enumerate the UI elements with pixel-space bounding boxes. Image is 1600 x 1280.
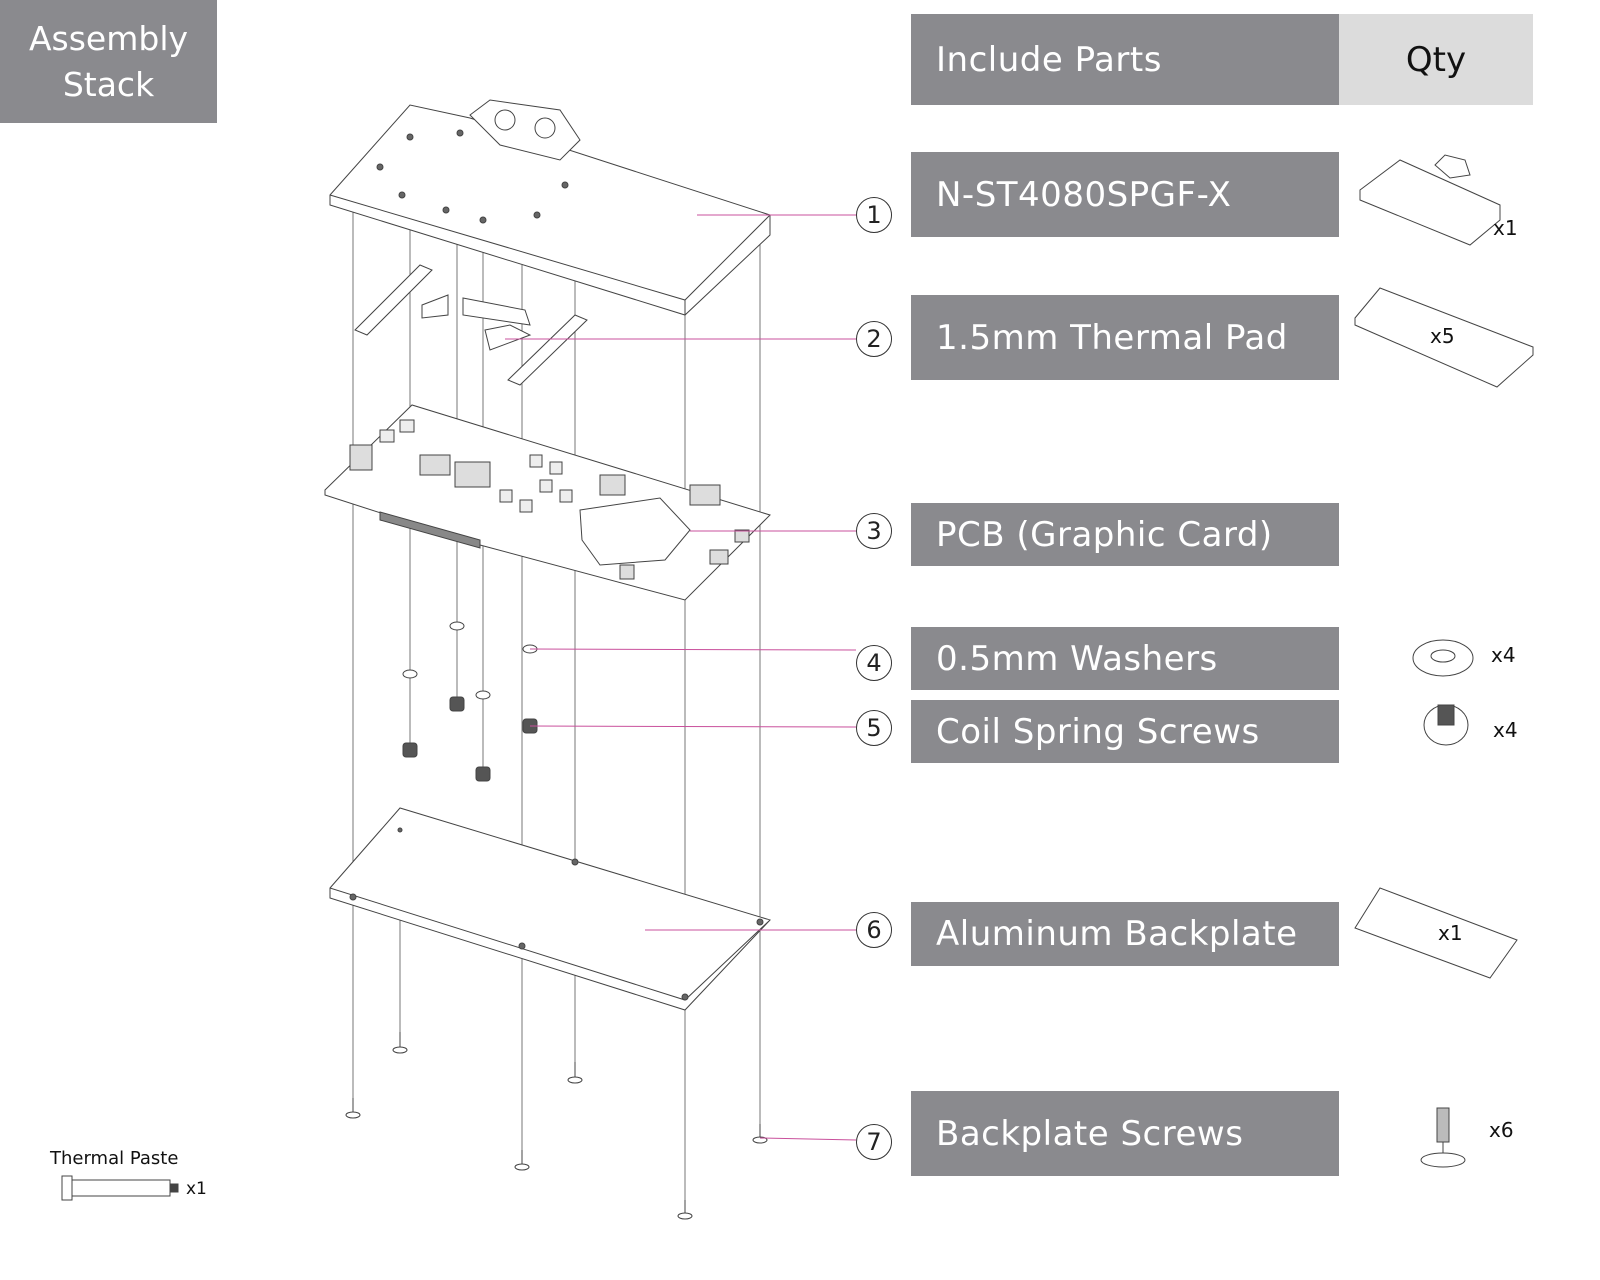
callout-number-6: 6 [856,912,892,948]
pcb-drawing [324,404,771,601]
callout-number-4: 4 [856,645,892,681]
callout-number-7: 7 [856,1124,892,1160]
qty-2: x5 [1430,324,1455,348]
qty-header: Qty [1339,14,1533,105]
part-row-6: Aluminum Backplate [911,902,1339,966]
title-line-2: Stack [62,64,155,104]
thermal-pads-drawing [354,264,588,386]
part-row-5: Coil Spring Screws [911,700,1339,763]
part-row-2: 1.5mm Thermal Pad [911,295,1339,380]
qty-1: x1 [1493,216,1518,240]
callout-number-1: 1 [856,197,892,233]
include-parts-header: Include Parts [911,14,1339,105]
guide-lines [352,210,761,1210]
thermal-paste-label: Thermal Paste [50,1148,179,1169]
part-row-3: PCB (Graphic Card) [911,503,1339,566]
callout-number-3: 3 [856,513,892,549]
qty-6: x1 [1438,921,1463,945]
callout-lines [505,214,857,1141]
thermal-paste-syringe-drawing [61,1175,179,1201]
backplate-drawing [329,807,771,1011]
qty-5: x4 [1493,718,1518,742]
part-row-1: N-ST4080SPGF-X [911,152,1339,237]
washers-screws-drawing [402,621,538,782]
water-block-drawing [329,99,771,316]
part-row-7: Backplate Screws [911,1091,1339,1176]
qty-7: x6 [1489,1118,1514,1142]
backplate-screws-drawing [345,1032,768,1220]
title-line-1: Assembly [28,18,189,58]
callout-number-2: 2 [856,321,892,357]
part-row-4: 0.5mm Washers [911,627,1339,690]
callout-number-5: 5 [856,710,892,746]
qty-4: x4 [1491,643,1516,667]
part-thumbnails [1354,154,1534,1168]
thermal-paste-qty: x1 [186,1179,207,1199]
